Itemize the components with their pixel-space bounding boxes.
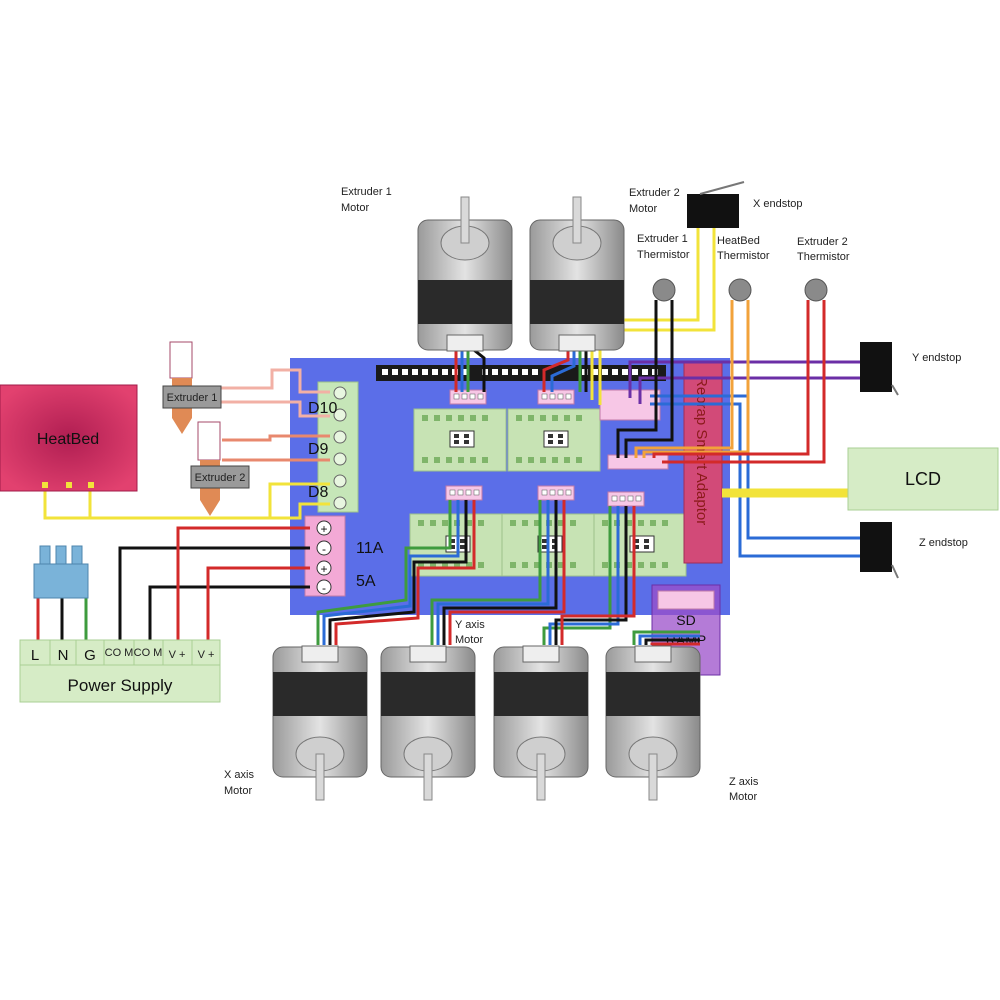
extruder2-thermistor-label-2: Thermistor: [797, 251, 850, 263]
z-endstop: [860, 522, 899, 579]
sd-ramp-label-1: SD: [676, 612, 695, 628]
psu-terminal-n: N: [58, 647, 69, 664]
psu-terminal-com-1: CO M: [105, 647, 134, 659]
driver-e1: [413, 408, 507, 472]
power-plus-2: +: [320, 562, 327, 576]
z-endstop-label: Z endstop: [919, 537, 968, 549]
extruder2-thermistor-label-1: Extruder 2: [797, 236, 848, 248]
extruder2-motor-label-2: Motor: [629, 203, 657, 215]
extruder1-thermistor: [652, 278, 676, 302]
extruder2-heater: Extruder 2: [190, 421, 250, 516]
power-minus-2: -: [322, 581, 326, 595]
heatbed-label: HeatBed: [37, 431, 99, 448]
motor-header-e2: [537, 389, 575, 405]
lcd-label: LCD: [905, 469, 941, 489]
extruder2-thermistor: [804, 278, 828, 302]
heatbed: HeatBed: [0, 384, 138, 492]
y-endstop: [860, 342, 899, 396]
extruder2-motor: [529, 196, 625, 352]
x-endstop: [687, 181, 745, 228]
aux-header-strip: [376, 365, 666, 381]
y-endstop-label: Y endstop: [912, 352, 961, 364]
d10-label: D10: [308, 400, 337, 417]
d9-label: D9: [308, 441, 329, 458]
extruder1-thermistor-label-1: Extruder 1: [637, 233, 688, 245]
motor-header-x: [445, 485, 483, 501]
power-supply-label: Power Supply: [68, 676, 173, 695]
mains-plug: [33, 545, 89, 599]
extruder1-heater-label: Extruder 1: [167, 392, 218, 404]
power-input-terminal: [304, 515, 346, 597]
x-axis-motor-label-2: Motor: [224, 785, 252, 797]
z-axis-motor-1: [493, 645, 589, 801]
x-endstop-label: X endstop: [753, 198, 803, 210]
driver-z: [593, 513, 687, 577]
extruder2-motor-label-1: Extruder 2: [629, 187, 680, 199]
extruder1-motor-label-2: Motor: [341, 202, 369, 214]
z-axis-motor-label-1: Z axis: [729, 776, 759, 788]
driver-e2: [507, 408, 601, 472]
y-axis-motor-label-2: Motor: [455, 634, 483, 646]
power-minus-1: -: [322, 542, 326, 556]
power-plus-1: +: [320, 522, 327, 536]
power-supply: L N G CO M CO M V + V + Power Supply: [19, 639, 221, 703]
psu-terminal-v-2: V +: [198, 649, 215, 661]
extruder2-heater-label: Extruder 2: [195, 472, 246, 484]
extruder1-heater: Extruder 1: [162, 341, 222, 434]
mosfet-terminal-block: [317, 381, 359, 513]
extruder1-motor-label-1: Extruder 1: [341, 186, 392, 198]
5a-label: 5A: [356, 573, 376, 590]
psu-terminal-g: G: [84, 647, 96, 664]
x-axis-motor: [272, 645, 368, 801]
motor-header-y: [537, 485, 575, 501]
psu-terminal-v-1: V +: [169, 649, 186, 661]
z-axis-motor-label-2: Motor: [729, 791, 757, 803]
z-axis-motor-2: [605, 645, 701, 801]
psu-terminal-l: L: [31, 647, 39, 664]
heatbed-thermistor-label-2: Thermistor: [717, 250, 770, 262]
motor-header-z: [607, 491, 645, 507]
motor-header-e1: [449, 389, 487, 405]
heatbed-thermistor: [728, 278, 752, 302]
11a-label: 11A: [356, 540, 384, 557]
extruder1-motor: [417, 196, 513, 352]
x-axis-motor-label-1: X axis: [224, 769, 254, 781]
extruder1-thermistor-label-2: Thermistor: [637, 249, 690, 261]
y-axis-motor: [380, 645, 476, 801]
psu-terminal-com-2: CO M: [134, 647, 163, 659]
lcd: LCD: [847, 447, 999, 511]
heatbed-thermistor-label-1: HeatBed: [717, 235, 760, 247]
y-axis-motor-label-1: Y axis: [455, 619, 485, 631]
d8-label: D8: [308, 484, 329, 501]
